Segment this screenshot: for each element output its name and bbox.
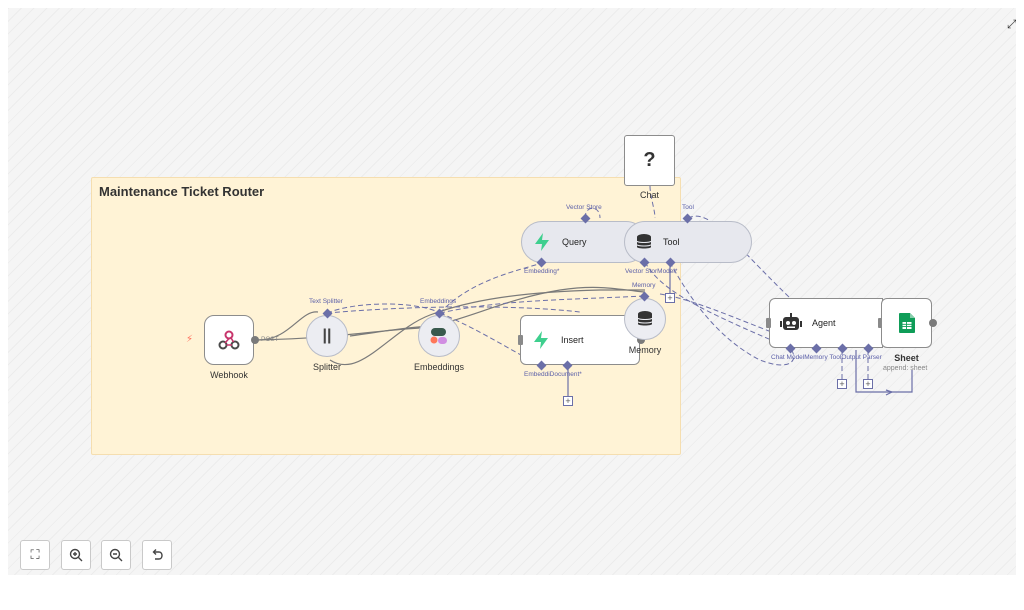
insert-port-label: EmbeddiDocument*	[524, 371, 582, 378]
fit-view-button[interactable]: ⛶	[20, 540, 50, 570]
insert-node-label: Insert	[561, 335, 584, 345]
tool-bottom-port-label: Vector StorModel*	[625, 268, 678, 275]
workflow-canvas[interactable]: Maintenance Ticket Router ⤢	[8, 8, 1016, 575]
add-model-button[interactable]: +	[665, 293, 675, 303]
splitter-node[interactable]: ||	[306, 315, 348, 357]
embeddings-port-label: Embeddings	[420, 298, 457, 305]
zoom-in-icon	[69, 548, 83, 562]
sticky-note-title: Maintenance Ticket Router	[99, 184, 265, 199]
tool-node-label: Tool	[663, 237, 680, 247]
undo-icon	[152, 549, 163, 560]
agent-input-handle[interactable]	[766, 318, 771, 328]
expand-icon[interactable]: ⤢	[1007, 17, 1016, 31]
query-top-port-label: Vector Store	[566, 204, 602, 211]
memory-top-port-label: Memory	[632, 282, 656, 289]
add-document-button[interactable]: +	[563, 396, 573, 406]
zoom-out-button[interactable]	[101, 540, 131, 570]
agent-bottom-port-labels: Chat ModelMemory ToolOutput Parser	[771, 354, 882, 361]
insert-output-port[interactable]	[637, 336, 645, 344]
chat-node-label: Chat	[639, 190, 659, 200]
webhook-node-label: Webhook	[210, 370, 248, 380]
text-splitter-icon: ||	[322, 327, 332, 344]
insert-node[interactable]: Insert	[520, 315, 640, 365]
sheet-output-port[interactable]	[929, 319, 937, 327]
insert-input-handle[interactable]	[518, 335, 523, 345]
robot-icon	[780, 313, 802, 330]
tool-top-port-label: Tool	[682, 204, 694, 211]
chat-node[interactable]: ?	[624, 135, 675, 186]
supabase-icon	[534, 331, 548, 349]
query-bottom-port-label: Embedding*	[524, 268, 560, 275]
webhook-method-label: POST	[261, 336, 279, 343]
fit-view-icon: ⛶	[30, 547, 40, 562]
question-mark-icon: ?	[643, 149, 656, 171]
sheet-node-label: Sheet	[894, 353, 919, 363]
embeddings-node[interactable]	[418, 315, 460, 357]
splitter-port-label: Text Splitter	[309, 298, 343, 305]
database-icon	[637, 311, 653, 326]
zoom-in-button[interactable]	[61, 540, 91, 570]
webhook-node[interactable]	[204, 315, 254, 365]
supabase-icon	[535, 233, 549, 251]
add-output-parser-button[interactable]: +	[863, 379, 873, 389]
agent-node[interactable]: Agent	[769, 298, 883, 348]
zoom-out-icon	[109, 548, 123, 562]
splitter-node-label: Splitter	[312, 362, 341, 372]
database-icon	[636, 234, 652, 249]
reset-zoom-button[interactable]	[142, 540, 172, 570]
tool-node[interactable]: Tool	[624, 221, 752, 263]
sheet-node-sublabel: append: sheet	[883, 365, 928, 372]
webhook-output-port[interactable]	[251, 336, 259, 344]
memory-node[interactable]	[624, 298, 666, 340]
google-sheets-icon	[898, 313, 915, 333]
embeddings-node-label: Embeddings	[413, 362, 465, 372]
query-node-label: Query	[562, 237, 587, 247]
sheet-node[interactable]	[881, 298, 932, 348]
cohere-icon	[430, 328, 447, 344]
webhook-icon	[218, 330, 240, 350]
agent-output-handle[interactable]	[878, 318, 883, 328]
agent-node-label: Agent	[812, 318, 836, 328]
trigger-bolt-icon: ⚡	[186, 334, 194, 345]
memory-node-label: Memory	[628, 345, 662, 355]
add-tool-button[interactable]: +	[837, 379, 847, 389]
